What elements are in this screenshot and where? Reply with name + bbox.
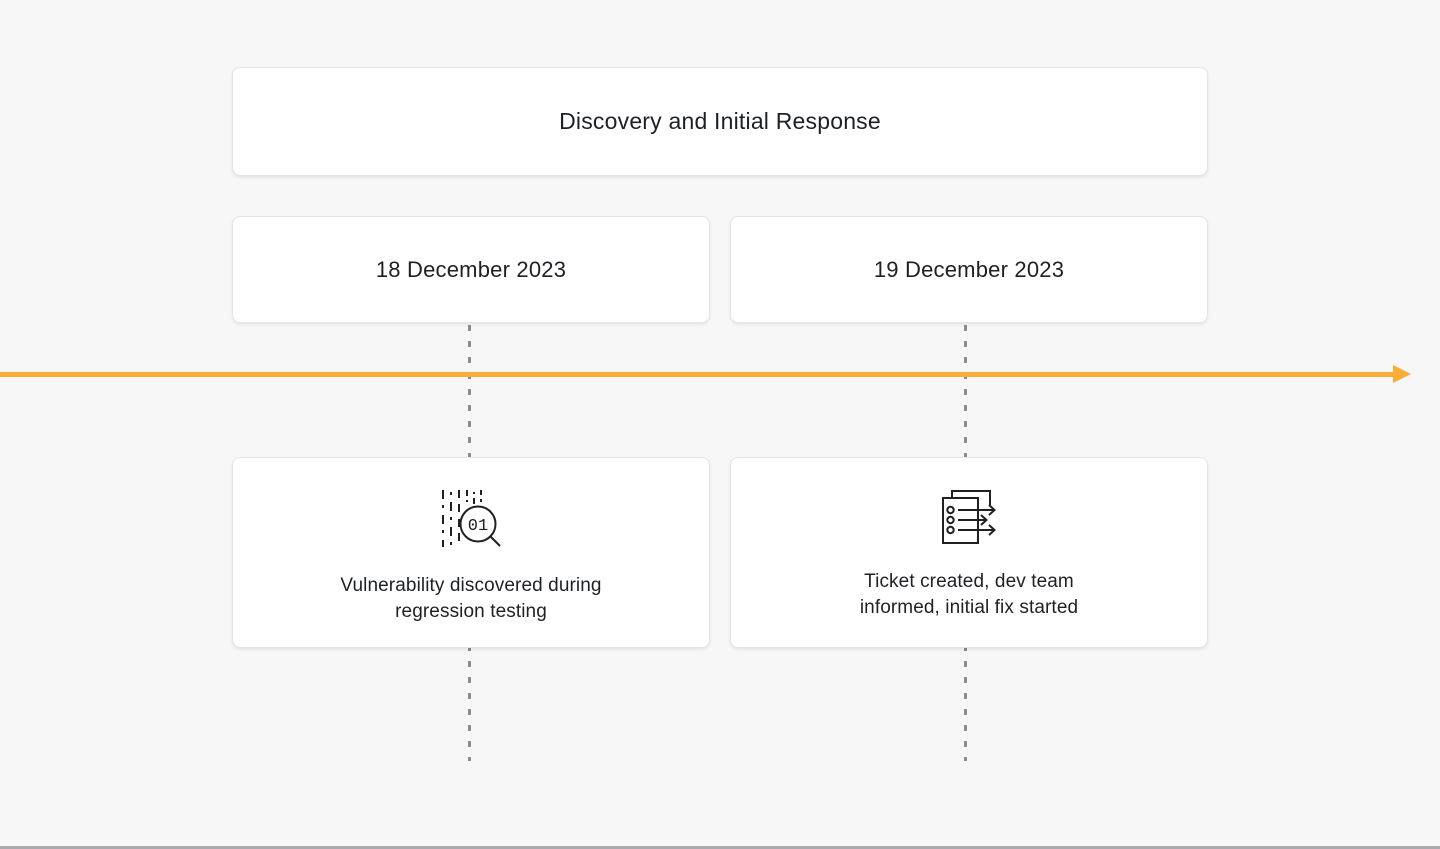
event-card-ticket-created: Ticket created, dev team informed, initi… [730,457,1208,648]
date-card-1: 18 December 2023 [232,216,710,323]
timeline-arrowhead-icon [1393,365,1411,383]
magnifier-lens-text: 01 [468,517,488,536]
phase-title: Discovery and Initial Response [559,108,881,134]
date-label-1: 18 December 2023 [375,256,567,282]
event-description-1: Vulnerability discovered during regressi… [340,575,602,622]
date-label-2: 19 December 2023 [873,256,1065,282]
phase-title-card: Discovery and Initial Response [232,67,1208,176]
timeline-axis-line [0,372,1394,377]
event-description-2: Ticket created, dev team informed, initi… [859,571,1079,618]
bottom-border-line [0,846,1440,849]
ticket-list-dispatch-icon [942,490,996,544]
date-card-2: 19 December 2023 [730,216,1208,323]
event-card-vulnerability-discovered: 01 Vulnerability discovered during regre… [232,457,710,648]
binary-code-magnifier-icon: 01 [442,490,501,547]
